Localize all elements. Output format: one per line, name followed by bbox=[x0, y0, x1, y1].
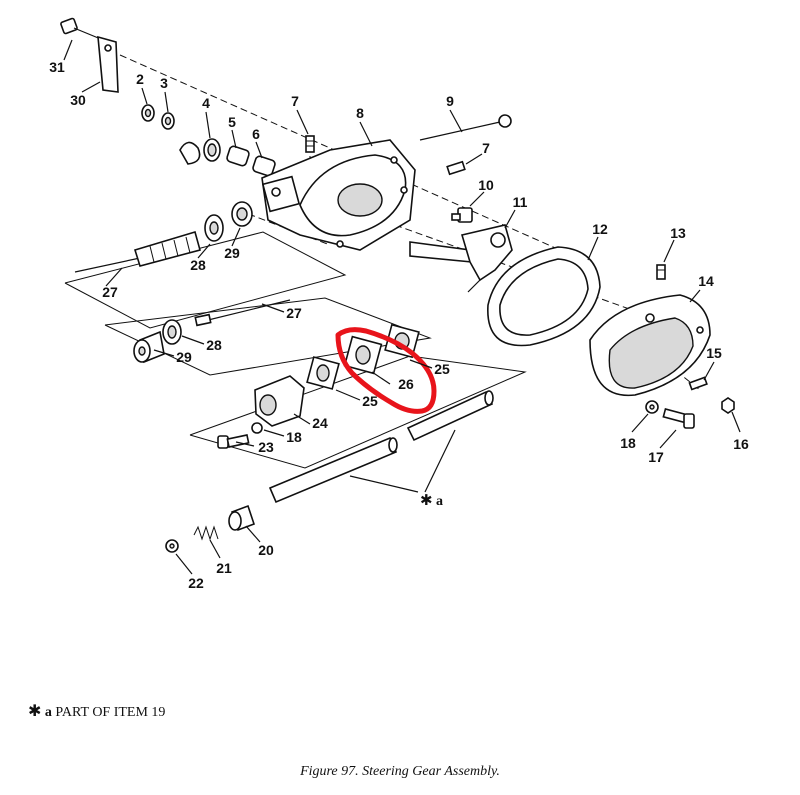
nut-16 bbox=[721, 397, 735, 414]
bracket-30 bbox=[97, 35, 119, 93]
footnote-text: PART OF ITEM 19 bbox=[55, 705, 166, 720]
washer-18-left bbox=[251, 422, 263, 434]
callout-17: 17 bbox=[648, 449, 664, 465]
cup-29-upper bbox=[231, 201, 253, 227]
spring-21 bbox=[193, 525, 219, 541]
tube-19-lower bbox=[268, 436, 398, 504]
fitting-10 bbox=[451, 207, 473, 223]
callout-6: 6 bbox=[252, 126, 260, 142]
callout-26: 26 bbox=[398, 376, 414, 392]
tube-19-upper bbox=[406, 390, 494, 442]
callout-18-right: 18 bbox=[620, 435, 636, 451]
callout-29-upper: 29 bbox=[224, 245, 240, 261]
callout-25-top: 25 bbox=[434, 361, 450, 377]
housing-24 bbox=[254, 375, 305, 427]
callout-2: 2 bbox=[136, 71, 144, 87]
group-box-lower bbox=[189, 355, 527, 469]
callout-7-right: 7 bbox=[482, 140, 490, 156]
footnote: ✱ a PART OF ITEM 19 bbox=[28, 701, 165, 721]
callout-11: 11 bbox=[513, 194, 528, 210]
footnote-symbol: ✱ bbox=[28, 701, 42, 720]
stud-15 bbox=[688, 376, 708, 391]
group-label-ref: a bbox=[436, 494, 443, 509]
footnote-ref: a bbox=[44, 705, 52, 720]
callout-5: 5 bbox=[228, 114, 236, 130]
bolt-17 bbox=[662, 408, 695, 429]
callout-27-upper: 27 bbox=[102, 284, 118, 300]
rod-9 bbox=[419, 114, 512, 141]
gasket-25-bottom bbox=[306, 356, 340, 390]
callout-16: 16 bbox=[733, 436, 749, 452]
callout-18-left: 18 bbox=[286, 429, 302, 445]
bolt-23 bbox=[217, 434, 250, 449]
callout-leaders bbox=[63, 39, 741, 575]
callout-12: 12 bbox=[592, 221, 608, 237]
callout-20: 20 bbox=[258, 542, 274, 558]
callout-3: 3 bbox=[160, 75, 168, 91]
plate-26 bbox=[343, 335, 383, 375]
group-label-star: ✱ bbox=[420, 491, 433, 509]
callout-4: 4 bbox=[202, 95, 210, 111]
sleeve-5 bbox=[226, 145, 250, 167]
group-box-upper bbox=[64, 231, 347, 329]
washer-2 bbox=[141, 104, 155, 122]
callout-15: 15 bbox=[706, 345, 722, 361]
fitting-13 bbox=[656, 264, 666, 280]
housing-8 bbox=[261, 139, 416, 251]
washer-18-right bbox=[645, 400, 659, 414]
callout-21: 21 bbox=[216, 560, 232, 576]
bearing-4 bbox=[179, 138, 221, 165]
callout-28-middle: 28 bbox=[206, 337, 222, 353]
callout-23: 23 bbox=[258, 439, 274, 455]
bushing-6 bbox=[252, 155, 276, 177]
cover-14 bbox=[589, 294, 711, 397]
bearing-28-middle bbox=[162, 319, 182, 345]
callout-27-middle: 27 bbox=[286, 305, 302, 321]
figure-caption: Figure 97. Steering Gear Assembly. bbox=[300, 764, 500, 779]
bearing-28-upper bbox=[204, 214, 224, 242]
callout-24: 24 bbox=[312, 415, 328, 431]
callout-30: 30 bbox=[70, 92, 86, 108]
callout-28-upper: 28 bbox=[190, 257, 206, 273]
callout-10: 10 bbox=[478, 177, 494, 193]
group-box-middle bbox=[104, 297, 432, 376]
worm-shaft-27-upper bbox=[74, 230, 201, 273]
gasket-12 bbox=[487, 246, 601, 347]
worm-shaft-27-middle bbox=[194, 299, 291, 327]
cup-29-middle bbox=[133, 330, 165, 364]
callout-29-middle: 29 bbox=[176, 349, 192, 365]
fitting-7-right bbox=[446, 160, 466, 176]
callout-31: 31 bbox=[49, 59, 65, 75]
callout-labels: 31 30 2 3 4 5 6 7 8 9 7 10 11 12 13 14 2… bbox=[49, 59, 749, 591]
fitting-7-top bbox=[305, 135, 315, 153]
plug-20 bbox=[228, 504, 256, 532]
callout-7-top: 7 bbox=[291, 93, 299, 109]
callout-25-bottom: 25 bbox=[362, 393, 378, 409]
callout-22: 22 bbox=[188, 575, 204, 591]
callout-8: 8 bbox=[356, 105, 364, 121]
callout-9: 9 bbox=[446, 93, 454, 109]
group-label-19: ✱ a bbox=[420, 491, 443, 509]
callout-14: 14 bbox=[698, 273, 714, 289]
group-bracket-19 bbox=[349, 429, 456, 493]
washer-22 bbox=[165, 539, 179, 553]
washer-3 bbox=[161, 112, 175, 130]
shaft-11 bbox=[409, 224, 513, 293]
red-highlight-mark bbox=[335, 327, 437, 414]
callout-13: 13 bbox=[670, 225, 686, 241]
